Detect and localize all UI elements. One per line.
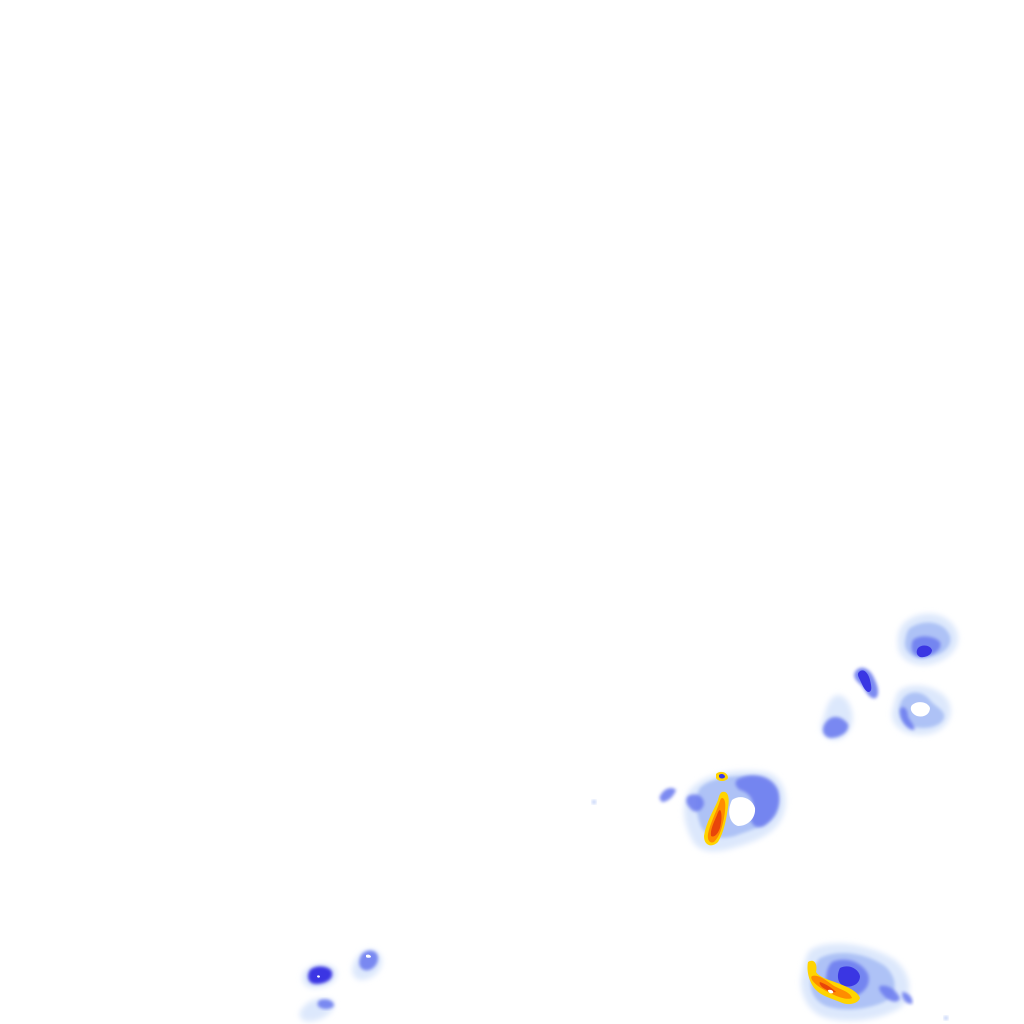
rain-cell-central-storm — [659, 770, 786, 852]
rain-cell-southeast — [801, 943, 913, 1021]
rain-cell-west-small — [820, 695, 853, 740]
rain-cell-southwest — [299, 949, 382, 1022]
rain-cell-east-ring — [891, 685, 951, 735]
rain-cell-northeast — [897, 613, 959, 666]
rain-cell-hook — [854, 667, 879, 699]
scattered-echoes — [592, 800, 948, 1020]
